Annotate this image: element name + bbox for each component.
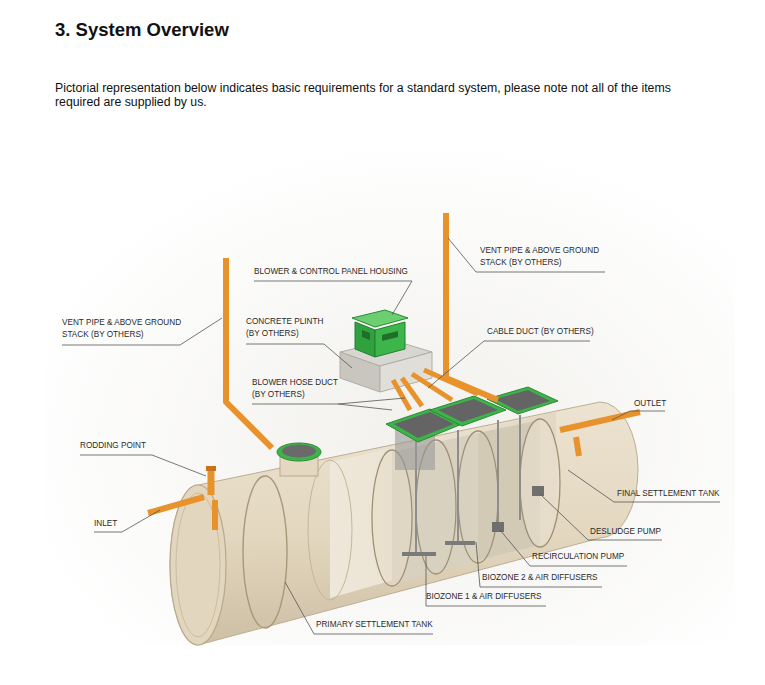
background-panel <box>45 140 735 645</box>
leader-line <box>285 582 433 634</box>
leader-line <box>246 344 352 368</box>
pump-pipe <box>519 415 521 520</box>
inlet-dip-pipe <box>212 500 218 530</box>
callout-label: INLET <box>94 518 117 530</box>
housing-vent <box>382 331 398 341</box>
leader-line <box>476 542 602 587</box>
callout-label: RODDING POINT <box>80 440 146 452</box>
callout-label: FINAL SETTLEMENT TANK <box>617 488 720 500</box>
leader-line <box>80 455 206 476</box>
pipework <box>148 213 640 530</box>
callout-label: CABLE DUCT (BY OTHERS) <box>487 326 594 338</box>
leader-line <box>568 470 720 502</box>
outlet-pipe <box>560 412 640 430</box>
callout-label: PRIMARY SETTLEMENT TANK <box>316 619 433 631</box>
callout-label: BIOZONE 1 & AIR DIFFUSERS <box>426 591 542 603</box>
leader-line <box>428 341 590 388</box>
rodding-point <box>208 470 215 495</box>
rodding-cap <box>206 466 216 471</box>
tank-end-rim <box>176 493 220 637</box>
square-lid-cover <box>495 390 550 411</box>
tank-end-cap <box>170 485 226 645</box>
callout-label: VENT PIPE & ABOVE GROUND STACK (BY OTHER… <box>62 317 187 341</box>
tank <box>170 402 638 645</box>
cable-duct <box>424 370 478 394</box>
callout-label: RECIRCULATION PUMP <box>532 551 624 563</box>
leader-line <box>612 411 665 420</box>
partition <box>372 450 412 586</box>
page-heading: 3. System Overview <box>55 19 229 41</box>
square-lid-cover <box>438 399 498 422</box>
vent-pipe <box>226 258 272 448</box>
diffuser-pipe <box>457 430 459 545</box>
housing-side <box>375 322 405 357</box>
air-diffuser <box>445 541 475 545</box>
inlet-pipe <box>148 497 204 513</box>
plinth-front <box>340 352 380 392</box>
callout-label: VENT PIPE & ABOVE GROUND STACK (BY OTHER… <box>480 245 605 269</box>
callout-label: CONCRETE PLINTH (BY OTHERS) <box>246 316 331 340</box>
callout-label: BIOZONE 2 & AIR DIFFUSERS <box>482 572 598 584</box>
leader-line <box>254 281 412 315</box>
leader-line <box>252 398 405 410</box>
leader-line <box>448 238 605 272</box>
pump-pipe <box>497 420 499 530</box>
air-diffuser <box>402 552 436 556</box>
tank-body <box>170 402 638 645</box>
desludge-pump <box>532 486 544 496</box>
primary-baffle <box>243 476 287 628</box>
leader-line <box>540 494 662 540</box>
housing-vent <box>362 330 370 340</box>
callout-label: DESLUDGE PUMP <box>590 526 661 538</box>
housing-front <box>355 322 375 357</box>
callout-label: OUTLET <box>634 398 666 410</box>
leader-line <box>62 318 222 345</box>
hose-duct <box>402 378 422 406</box>
leader-lines <box>62 238 720 634</box>
callout-label: BLOWER HOSE DUCT (BY OTHERS) <box>252 377 347 401</box>
tank-rib <box>308 460 352 600</box>
callout-label: BLOWER & CONTROL PANEL HOUSING <box>254 266 408 278</box>
outlet-dip-pipe <box>576 437 579 456</box>
vent-pipe <box>446 213 498 400</box>
leader-line <box>94 510 160 532</box>
partition <box>520 419 560 547</box>
intro-text: Pictorial representation below indicates… <box>55 81 705 109</box>
round-lid <box>277 443 321 461</box>
round-lid-cover <box>282 445 316 458</box>
recirculation-pump <box>492 522 504 532</box>
